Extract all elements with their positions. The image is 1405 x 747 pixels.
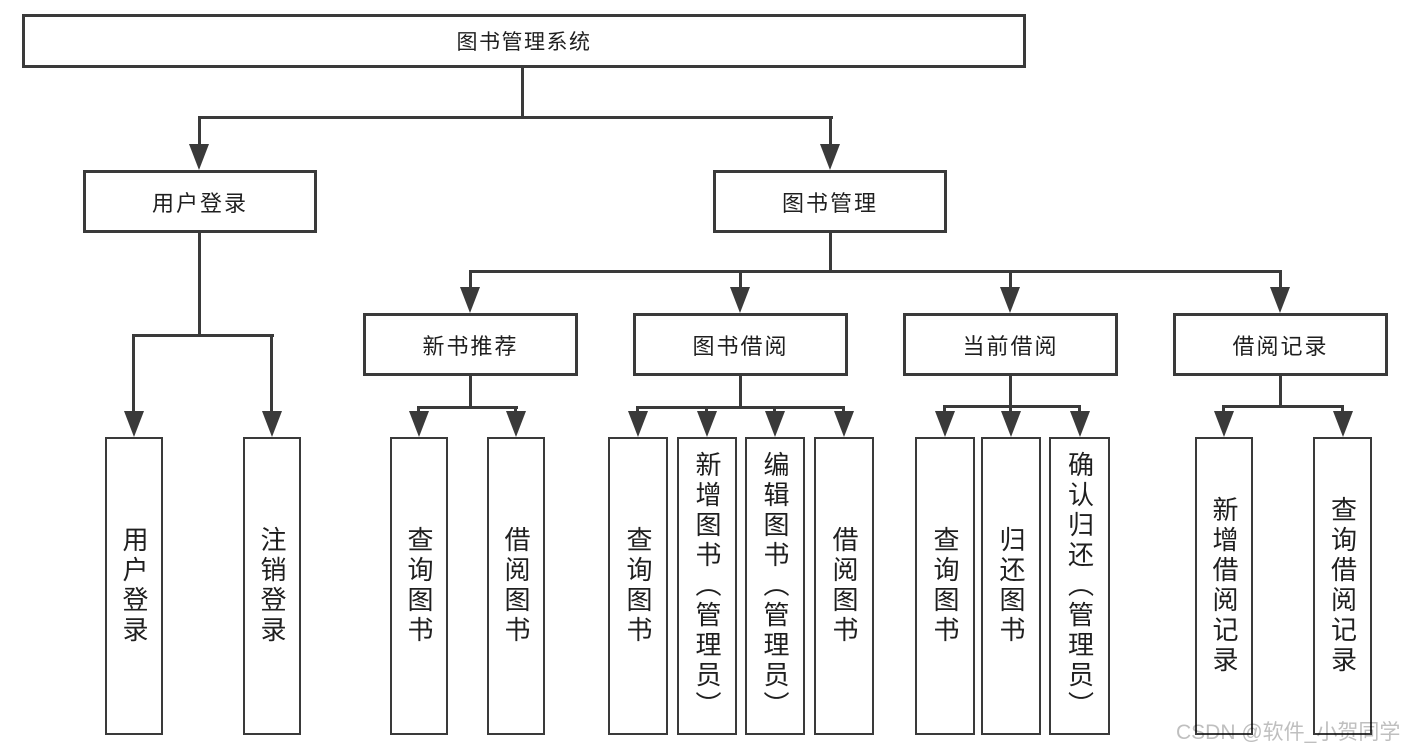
connector-hline [637,406,845,409]
leaf-borrow-edit-books-admin: 编辑图书（管理员） [745,437,805,735]
connector-vline [1279,270,1282,289]
connector-hline [418,406,518,409]
node-label: 用户登录 [151,190,248,216]
node-book-management: 图书管理 [713,170,947,233]
arrow-down-icon [1214,411,1234,437]
connector-hline [1223,405,1344,408]
leaf-label: 借阅图书 [829,526,859,646]
connector-vline [521,66,524,118]
arrow-down-icon [628,411,648,437]
node-borrowing-records: 借阅记录 [1173,313,1388,376]
leaf-current-return-books: 归还图书 [981,437,1041,735]
arrow-down-icon [1000,287,1020,313]
arrow-down-icon [730,287,750,313]
connector-vline [514,406,517,413]
leaf-label: 查询图书 [404,526,434,646]
node-label: 借阅记录 [1232,333,1329,359]
arrow-down-icon [124,411,144,437]
connector-vline [132,334,135,413]
connector-vline [636,406,639,413]
connector-hline [469,270,1282,273]
leaf-borrow-borrow-books: 借阅图书 [814,437,874,735]
connector-vline [417,406,420,413]
arrow-down-icon [1333,411,1353,437]
arrow-down-icon [1270,287,1290,313]
connector-vline [1078,405,1081,413]
arrow-down-icon [820,144,840,170]
leaf-current-query-books: 查询图书 [915,437,975,735]
leaf-label: 新增借阅记录 [1209,496,1239,676]
node-label: 图书管理 [781,190,878,216]
connector-vline [739,270,742,289]
node-label: 当前借阅 [962,333,1059,359]
leaf-logout: 注销登录 [243,437,301,735]
connector-vline [739,376,742,409]
leaf-label: 查询借阅记录 [1327,496,1358,676]
leaf-label: 归还图书 [996,526,1026,646]
arrow-down-icon [935,411,955,437]
node-user-login: 用户登录 [83,170,317,233]
connector-hline [944,405,1081,408]
connector-vline [1009,405,1012,413]
leaf-recommend-borrow-books: 借阅图书 [487,437,545,735]
leaf-recommend-query-books: 查询图书 [390,437,448,735]
arrow-down-icon [409,411,429,437]
connector-vline [469,376,472,409]
connector-vline [1279,376,1282,408]
node-label: 新书推荐 [422,333,519,359]
connector-vline [1222,405,1225,413]
connector-vline [198,116,201,146]
connector-vline [943,405,946,413]
connector-vline [829,116,832,146]
leaf-user-login: 用户登录 [105,437,163,735]
node-new-book-recommendation: 新书推荐 [363,313,578,376]
connector-vline [842,406,845,413]
connector-vline [469,270,472,289]
arrow-down-icon [1070,411,1090,437]
leaf-label: 查询图书 [623,526,653,646]
leaf-label: 注销登录 [257,526,287,646]
leaf-label: 借阅图书 [501,526,531,646]
node-label: 图书管理系统 [456,31,592,54]
connector-vline [705,406,708,413]
leaf-label: 确认归还（管理员） [1064,451,1095,721]
connector-vline [1341,405,1344,413]
arrow-down-icon [1001,411,1021,437]
leaf-records-query-record: 查询借阅记录 [1313,437,1372,735]
leaf-label: 编辑图书（管理员） [760,451,790,721]
leaf-label: 查询图书 [930,526,960,646]
leaf-current-confirm-return-admin: 确认归还（管理员） [1049,437,1110,735]
arrow-down-icon [697,411,717,437]
arrow-down-icon [460,287,480,313]
connector-vline [270,334,273,413]
connector-vline [198,233,201,336]
connector-vline [773,406,776,413]
leaf-label: 新增图书（管理员） [692,451,722,721]
connector-vline [1009,270,1012,289]
connector-vline [1009,376,1012,408]
leaf-borrow-query-books: 查询图书 [608,437,668,735]
connector-hline [198,116,833,119]
node-book-borrowing: 图书借阅 [633,313,848,376]
leaf-records-add-record: 新增借阅记录 [1195,437,1253,735]
connector-hline [133,334,274,337]
arrow-down-icon [506,411,526,437]
arrow-down-icon [189,144,209,170]
leaf-borrow-add-books-admin: 新增图书（管理员） [677,437,737,735]
arrow-down-icon [834,411,854,437]
arrow-down-icon [262,411,282,437]
leaf-label: 用户登录 [119,526,149,646]
arrow-down-icon [765,411,785,437]
node-current-borrowing: 当前借阅 [903,313,1118,376]
node-library-management-system: 图书管理系统 [22,14,1026,68]
connector-vline [829,233,832,272]
node-label: 图书借阅 [692,333,789,359]
watermark: CSDN @软件_小贺同学 [1176,721,1401,744]
